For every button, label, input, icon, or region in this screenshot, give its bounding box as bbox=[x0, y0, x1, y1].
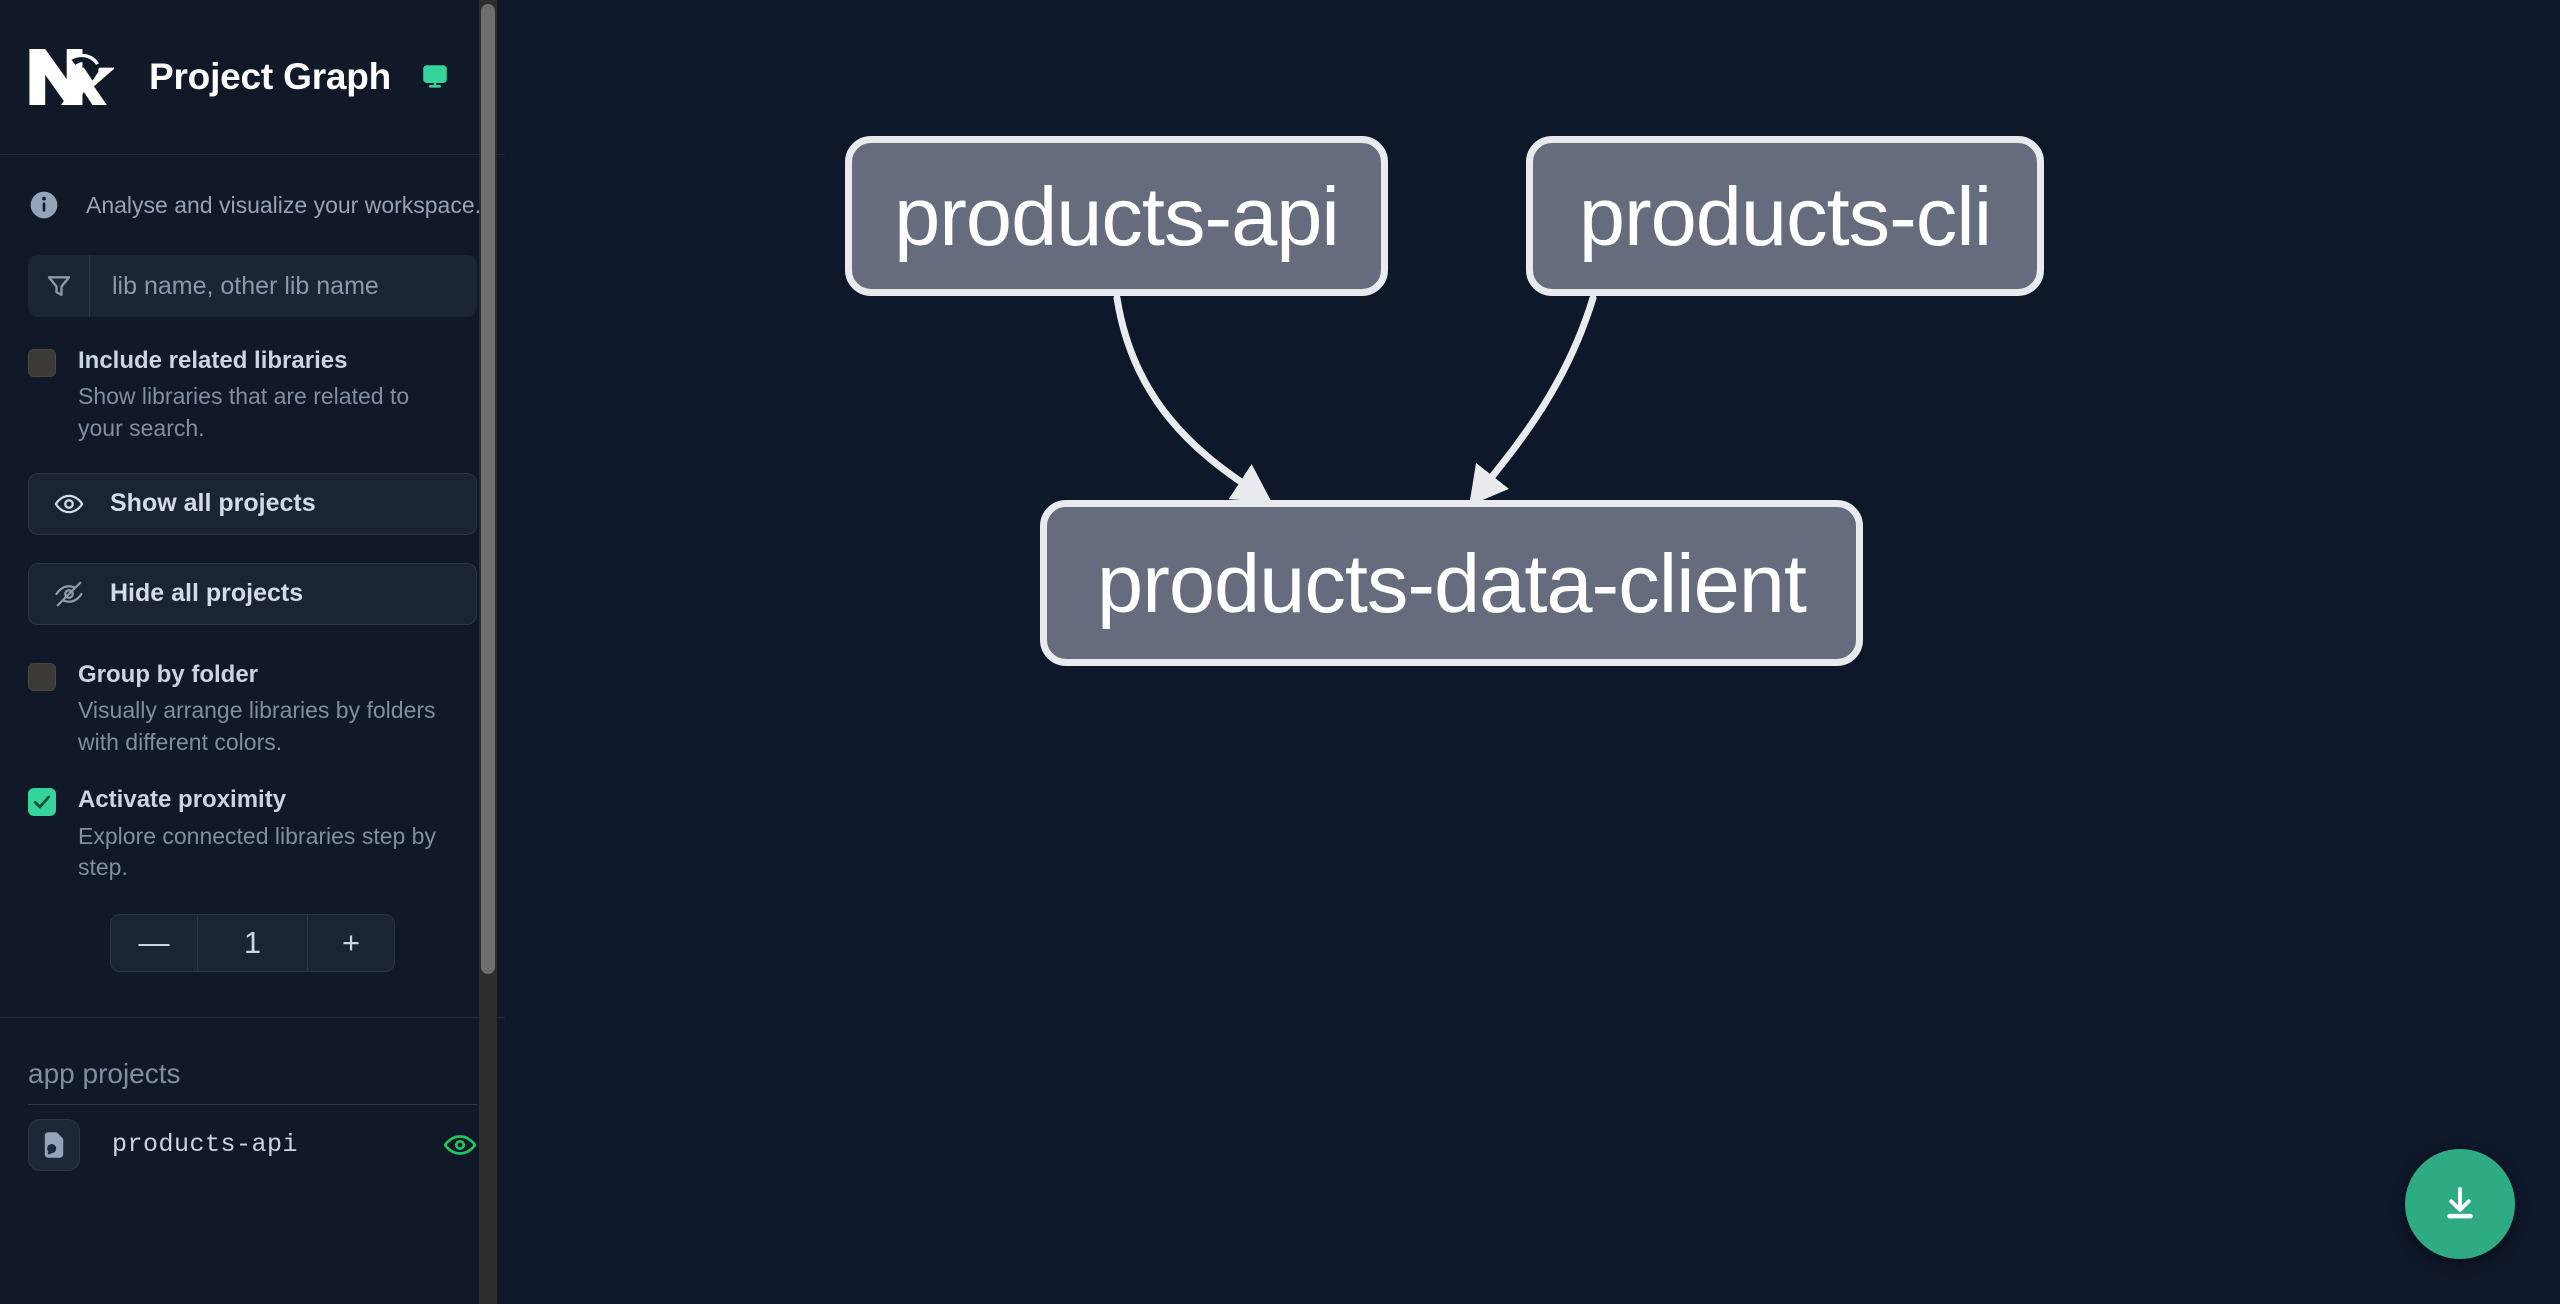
graph-node-label: products-api bbox=[894, 169, 1340, 263]
project-group-rule bbox=[28, 1103, 477, 1105]
proximity-increment-button[interactable]: + bbox=[308, 914, 394, 971]
sidebar: Project Graph Analyse and visualize your… bbox=[0, 0, 505, 1304]
option-activate-proximity[interactable]: Activate proximity Explore connected lib… bbox=[0, 758, 505, 884]
include-related-libraries-description: Show libraries that are related to your … bbox=[78, 383, 410, 441]
option-include-related-libraries[interactable]: Include related libraries Show libraries… bbox=[0, 317, 505, 445]
group-by-folder-description: Visually arrange libraries by folders wi… bbox=[78, 696, 436, 755]
download-graph-button[interactable] bbox=[2405, 1149, 2515, 1259]
graph-node-products-api[interactable]: products-api bbox=[845, 136, 1388, 296]
proximity-decrement-button[interactable]: — bbox=[111, 914, 197, 971]
search-input[interactable] bbox=[90, 255, 477, 317]
activate-proximity-label: Activate proximity bbox=[78, 786, 287, 814]
eye-icon bbox=[54, 489, 86, 519]
include-related-libraries-label: Include related libraries bbox=[78, 347, 348, 374]
eye-icon[interactable] bbox=[443, 1128, 477, 1162]
include-related-libraries-checkbox[interactable] bbox=[28, 349, 56, 377]
download-icon bbox=[2439, 1182, 2481, 1227]
list-item[interactable]: products-api bbox=[0, 1105, 505, 1171]
activate-proximity-description: Explore connected libraries step by step… bbox=[78, 822, 436, 881]
filter-funnel-icon[interactable] bbox=[28, 255, 90, 317]
option-group-by-folder[interactable]: Group by folder Visually arrange librari… bbox=[0, 625, 505, 759]
show-all-projects-button[interactable]: Show all projects bbox=[28, 472, 477, 535]
list-item-label: products-api bbox=[112, 1130, 299, 1160]
eye-slash-icon bbox=[54, 579, 86, 609]
edge-products-api-to-products-data-client bbox=[1113, 294, 1272, 503]
show-all-projects-wrap: Show all projects bbox=[0, 445, 505, 535]
graph-node-products-cli[interactable]: products-cli bbox=[1526, 136, 2044, 296]
graph-node-products-data-client[interactable]: products-data-client bbox=[1040, 500, 1863, 666]
project-group-heading: app projects bbox=[28, 1057, 181, 1089]
proximity-stepper-wrap: — 1 + bbox=[0, 884, 505, 972]
nx-logo bbox=[28, 46, 116, 108]
sidebar-header: Project Graph bbox=[0, 0, 505, 155]
group-by-folder-checkbox[interactable] bbox=[28, 662, 56, 691]
graph-node-label: products-data-client bbox=[1097, 536, 1807, 630]
monitor-icon[interactable] bbox=[421, 63, 449, 91]
sidebar-divider bbox=[0, 1016, 505, 1018]
document-search-icon[interactable] bbox=[28, 1118, 80, 1171]
tagline-text: Analyse and visualize your workspace. bbox=[86, 191, 482, 218]
workspace-tagline: Analyse and visualize your workspace. bbox=[0, 155, 505, 221]
page-title: Project Graph bbox=[149, 56, 392, 97]
search-section bbox=[0, 221, 505, 317]
show-all-projects-label: Show all projects bbox=[110, 489, 316, 518]
project-group-app-projects: app projects products-api bbox=[0, 1018, 505, 1171]
hide-all-projects-wrap: Hide all projects bbox=[0, 535, 505, 625]
activate-proximity-checkbox[interactable] bbox=[28, 788, 56, 817]
sidebar-scrollbar-thumb[interactable] bbox=[481, 4, 495, 974]
search-box[interactable] bbox=[28, 255, 477, 317]
hide-all-projects-button[interactable]: Hide all projects bbox=[28, 562, 477, 625]
graph-node-label: products-cli bbox=[1578, 169, 1992, 263]
proximity-value: 1 bbox=[197, 914, 308, 971]
hide-all-projects-label: Hide all projects bbox=[110, 579, 304, 608]
graph-canvas[interactable]: products-api products-cli products-data-… bbox=[505, 0, 2560, 1304]
sidebar-scrollbar[interactable] bbox=[479, 0, 497, 1304]
edge-products-cli-to-products-data-client bbox=[1469, 294, 1597, 506]
info-icon bbox=[28, 189, 60, 221]
group-by-folder-label: Group by folder bbox=[78, 660, 258, 688]
proximity-stepper[interactable]: — 1 + bbox=[110, 913, 395, 972]
